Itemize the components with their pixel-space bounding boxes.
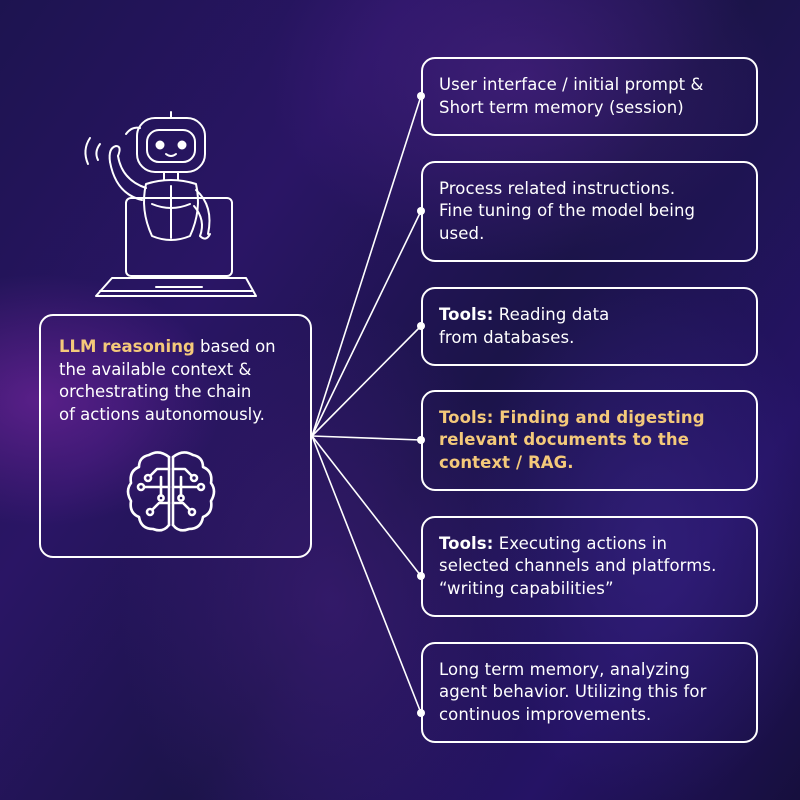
info-box-3-text-1: Reading data [493,305,610,324]
connector-line-5 [311,435,422,577]
llm-box-line-1: LLM reasoning based on [59,336,294,359]
info-box-5: Tools: Executing actions in selected cha… [421,516,758,617]
info-box-5-line-2: selected channels and platforms. [439,556,717,576]
info-box-4-line-3: context / RAG. [439,452,574,472]
info-box-2-line-1: Process related instructions. [439,178,676,198]
info-box-1: User interface / initial prompt & Short … [421,57,758,136]
connector-line-4 [311,435,422,441]
info-box-5-line-3: “writing capabilities” [439,578,614,598]
info-box-4-highlighted: Tools: Finding and digesting relevant do… [421,390,758,491]
llm-reasoning-box: LLM reasoning based on the available con… [39,314,312,558]
info-box-6: Long term memory, analyzing agent behavi… [421,642,758,743]
info-box-1-line-1: User interface / initial prompt & [439,75,704,94]
connector-line-2 [311,210,422,437]
info-box-3: Tools: Reading data from databases. [421,287,758,366]
robot-on-laptop-icon [84,111,257,297]
llm-box-line-4: of actions autonomously. [59,404,265,424]
info-box-6-line-3: continuos improvements. [439,704,652,724]
info-box-2-line-2: Fine tuning of the model being [439,201,696,221]
connector-line-6 [311,435,422,714]
info-box-5-line-1: Tools: Executing actions in [439,533,742,556]
info-box-4-line-2: relevant documents to the [439,430,689,450]
info-box-5-bold-label: Tools: [439,533,494,553]
llm-box-line-2: the available context & [59,359,252,379]
info-box-4-line-1: Tools: Finding and digesting [439,407,705,427]
info-box-5-text-1: Executing actions in [493,533,668,553]
info-box-6-line-1: Long term memory, analyzing [439,659,690,679]
llm-box-highlight: LLM reasoning [59,337,195,356]
info-box-2-line-3: used. [439,223,485,243]
info-box-1-line-2: Short term memory (session) [439,97,684,117]
info-box-3-bold-label: Tools: [439,305,494,324]
connector-line-1 [311,95,422,437]
info-box-3-line-2: from databases. [439,327,575,347]
connector-line-3 [311,325,422,437]
info-box-2: Process related instructions. Fine tunin… [421,161,758,262]
llm-box-line-3: orchestrating the chain [59,382,252,401]
llm-box-text-1: based on [194,337,276,356]
info-box-3-line-1: Tools: Reading data [439,304,742,327]
info-box-6-line-2: agent behavior. Utilizing this for [439,682,707,702]
brain-circuit-icon [126,451,216,532]
